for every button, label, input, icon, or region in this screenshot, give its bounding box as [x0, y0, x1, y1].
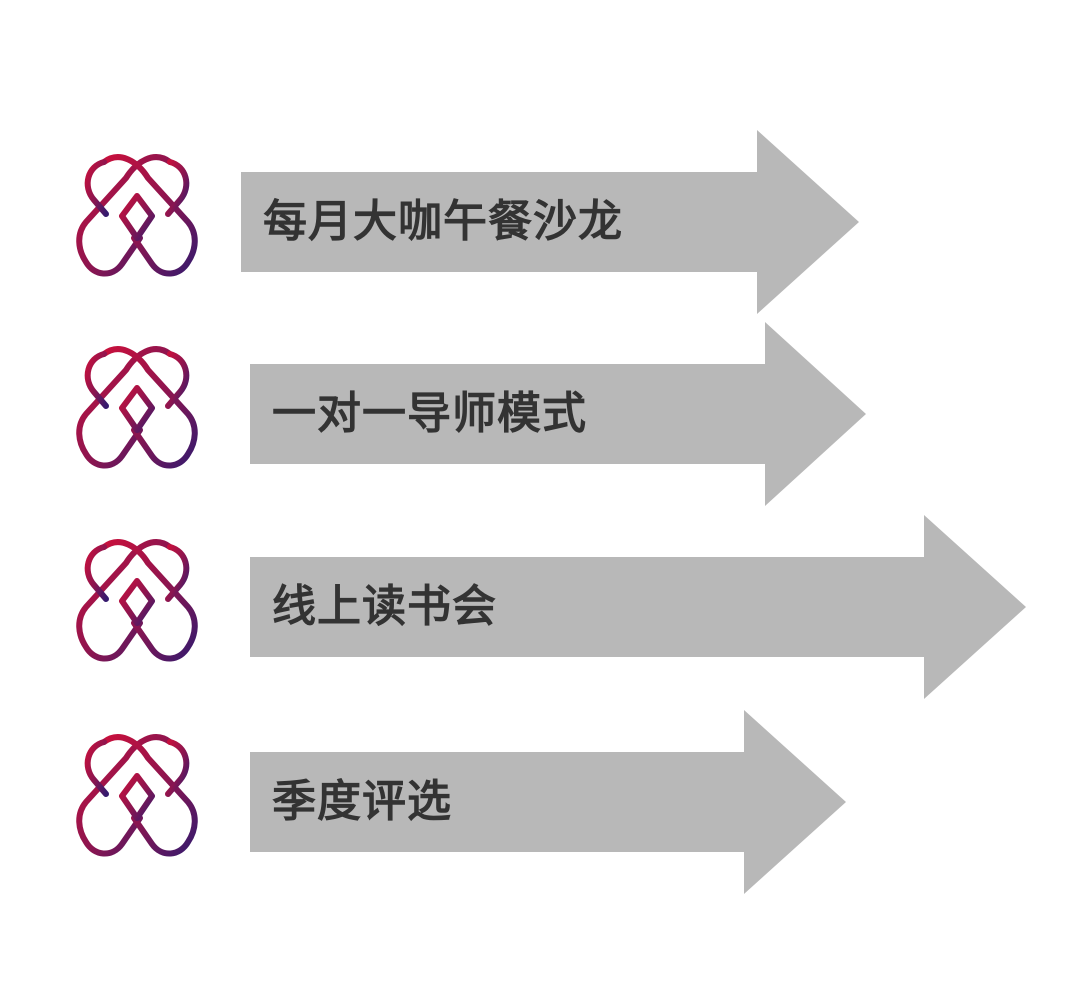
arrow-label: 一对一导师模式: [272, 388, 587, 439]
arrow-label: 季度评选: [272, 776, 452, 827]
intertwined-heart-logo-icon: [74, 344, 200, 480]
intertwined-heart-logo-icon: [74, 732, 200, 868]
arrow-label: 每月大咖午餐沙龙: [263, 196, 623, 247]
arrow-shape: 一对一导师模式: [250, 322, 866, 506]
arrow-shape: 季度评选: [250, 710, 846, 894]
arrow-shape: 线上读书会: [250, 515, 1026, 699]
intertwined-heart-logo-icon: [74, 152, 200, 288]
intertwined-heart-logo-icon: [74, 537, 200, 673]
arrow-label: 线上读书会: [272, 581, 497, 632]
arrow-shape: 每月大咖午餐沙龙: [241, 130, 859, 314]
